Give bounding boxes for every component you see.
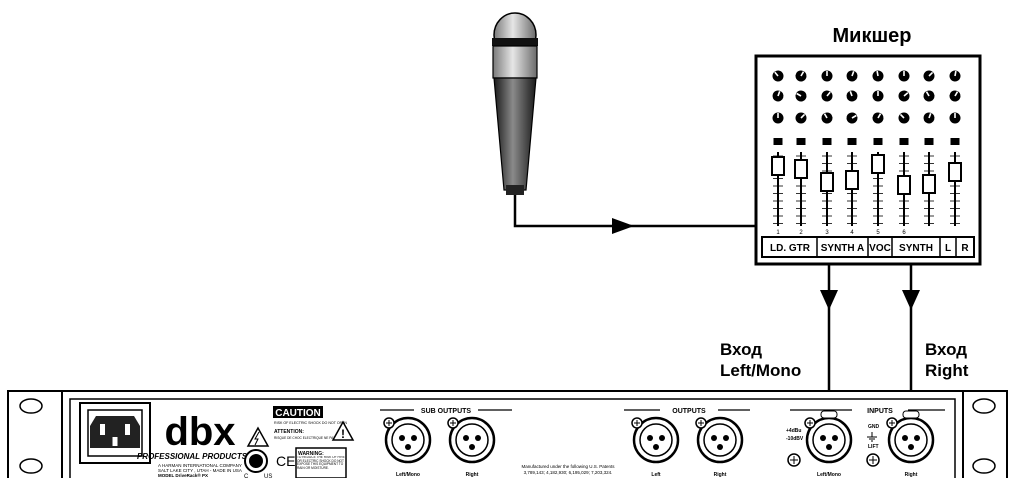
sub-left-label: Left/Mono [396,472,420,478]
mixer-fader-cap [897,175,911,195]
model-line: MODEL DriveRack® PX [158,472,208,478]
sub-output-left-connector[interactable] [382,416,432,464]
attention-text: RISQUE DE CHOC ELECTRIQUE NE PAS OUVRIR [274,436,349,440]
input-right-label-line1: Вход [925,340,967,359]
mixer-fader-cap [948,162,962,182]
caution-text: RISK OF ELECTRIC SHOCK DO NOT OPEN [274,421,347,425]
lift-label: LIFT [868,444,879,450]
ground-icon [867,432,877,442]
out-right-label: Right [714,472,727,478]
rack-ear-hole [19,398,43,414]
level-lo-label: -10dBV [786,436,804,442]
gnd-label: GND [868,424,880,430]
sub-output-right-connector[interactable] [446,416,496,464]
c-mark: C [244,474,249,478]
mixer-mute-button [796,138,806,145]
svg-text:!: ! [341,427,345,441]
mixer-fader-cap [820,172,834,192]
mixer-knob-icon [948,111,962,125]
caution-block: CAUTION RISK OF ELECTRIC SHOCK DO NOT OP… [246,406,355,447]
level-hi-label: +4dBu [786,428,801,434]
patent-line2: 3,789,143; 4,182,930; 6,195,029; 7,203,3… [524,470,613,475]
scribble-strip-label: L [945,243,951,254]
mixer-mute-button [924,138,934,145]
mixer-knob-icon [871,89,885,103]
in-left-label: Left/Mono [817,472,841,478]
mixer-mute-button [899,138,909,145]
mixer-channel-number: 2 [799,230,803,236]
mixer-knob-icon [771,111,785,125]
sub-outputs-label: SUB OUTPUTS [421,408,472,415]
output-right-connector[interactable] [694,416,744,464]
brand-logo: dbx [164,410,235,454]
warning-text: TO REDUCE THE RISK OF FIRE OR ELECTRIC S… [297,456,345,470]
mixer-fader-cap [845,170,859,190]
company-line2: SALT LAKE CITY , UTAH - MADE IN USA [158,468,242,473]
mixer-channel-number: 5 [876,230,880,236]
mixer-channel-number: 1 [776,230,780,236]
input-right-connector[interactable] [885,416,935,464]
mixer-fader-cap [794,159,808,179]
mixer-fader-cap [871,154,885,174]
mixer-knob-icon [897,69,911,83]
mixer-fader-cap [771,156,785,176]
attention-label: ATTENTION: [274,429,304,435]
input-left-label-line2: Left/Mono [720,361,801,380]
input-left-label-line1: Вход [720,340,762,359]
mixer-knob-icon [820,69,834,83]
outputs-label: OUTPUTS [672,408,706,415]
power-inlet-icon [79,402,151,464]
mixer-channel-number: 6 [902,230,906,236]
brand-sub: PROFESSIONAL PRODUCTS [137,452,248,461]
caution-title: CAUTION [275,408,321,419]
us-mark: US [264,474,272,478]
scribble-strip-label: R [961,243,969,254]
mixer-fader-cap [922,174,936,194]
ce-mark: CE [276,453,295,469]
patent-line1: Manufactured under the following U.S. Pa… [521,464,615,469]
mixer-mute-button [873,138,883,145]
inputs-label: INPUTS [867,408,893,415]
shock-warning-icon [246,426,270,447]
output-left-connector[interactable] [630,416,680,464]
mixer-mute-button [950,138,960,145]
warning-label: WARNING: [298,451,324,457]
input-right-label-line2: Right [925,361,969,380]
rack-ear-hole [972,458,996,474]
scribble-strip-label: LD. GTR [770,243,811,254]
inputs-group: INPUTS +4dBu -10dBV GND LIFT Left/Mono R… [786,408,945,478]
company-line1: A HARMAN INTERNATIONAL COMPANY [158,463,242,468]
microphone-icon [492,12,538,195]
sub-outputs-group: SUB OUTPUTS Left/Mono Right [380,408,512,478]
mic-cable [513,195,756,234]
outputs-group: OUTPUTS Left Right [624,408,750,478]
mixer-title: Микшер [833,25,912,47]
certification-marks: CE C US [244,449,295,478]
exclamation-warning-icon [331,420,355,441]
scribble-strip-label: SYNTH A [821,243,865,254]
mixer-mute-button [847,138,857,145]
mixer-mute-button [773,138,783,145]
in-right-label: Right [905,472,918,478]
mixer-channel-number: 3 [825,230,829,236]
rack-ear-hole [19,458,43,474]
scribble-strip-label: SYNTH [899,243,933,254]
out-left-label: Left [651,472,661,478]
mixer-channel-number: 4 [850,230,854,236]
rack-ear-hole [972,398,996,414]
warning-box: WARNING: TO REDUCE THE RISK OF FIRE OR E… [295,447,347,478]
input-left-connector[interactable] [803,416,853,464]
scribble-strip-label: VOC [869,243,891,254]
mixer-mute-button [822,138,832,145]
sub-right-label: Right [466,472,479,478]
